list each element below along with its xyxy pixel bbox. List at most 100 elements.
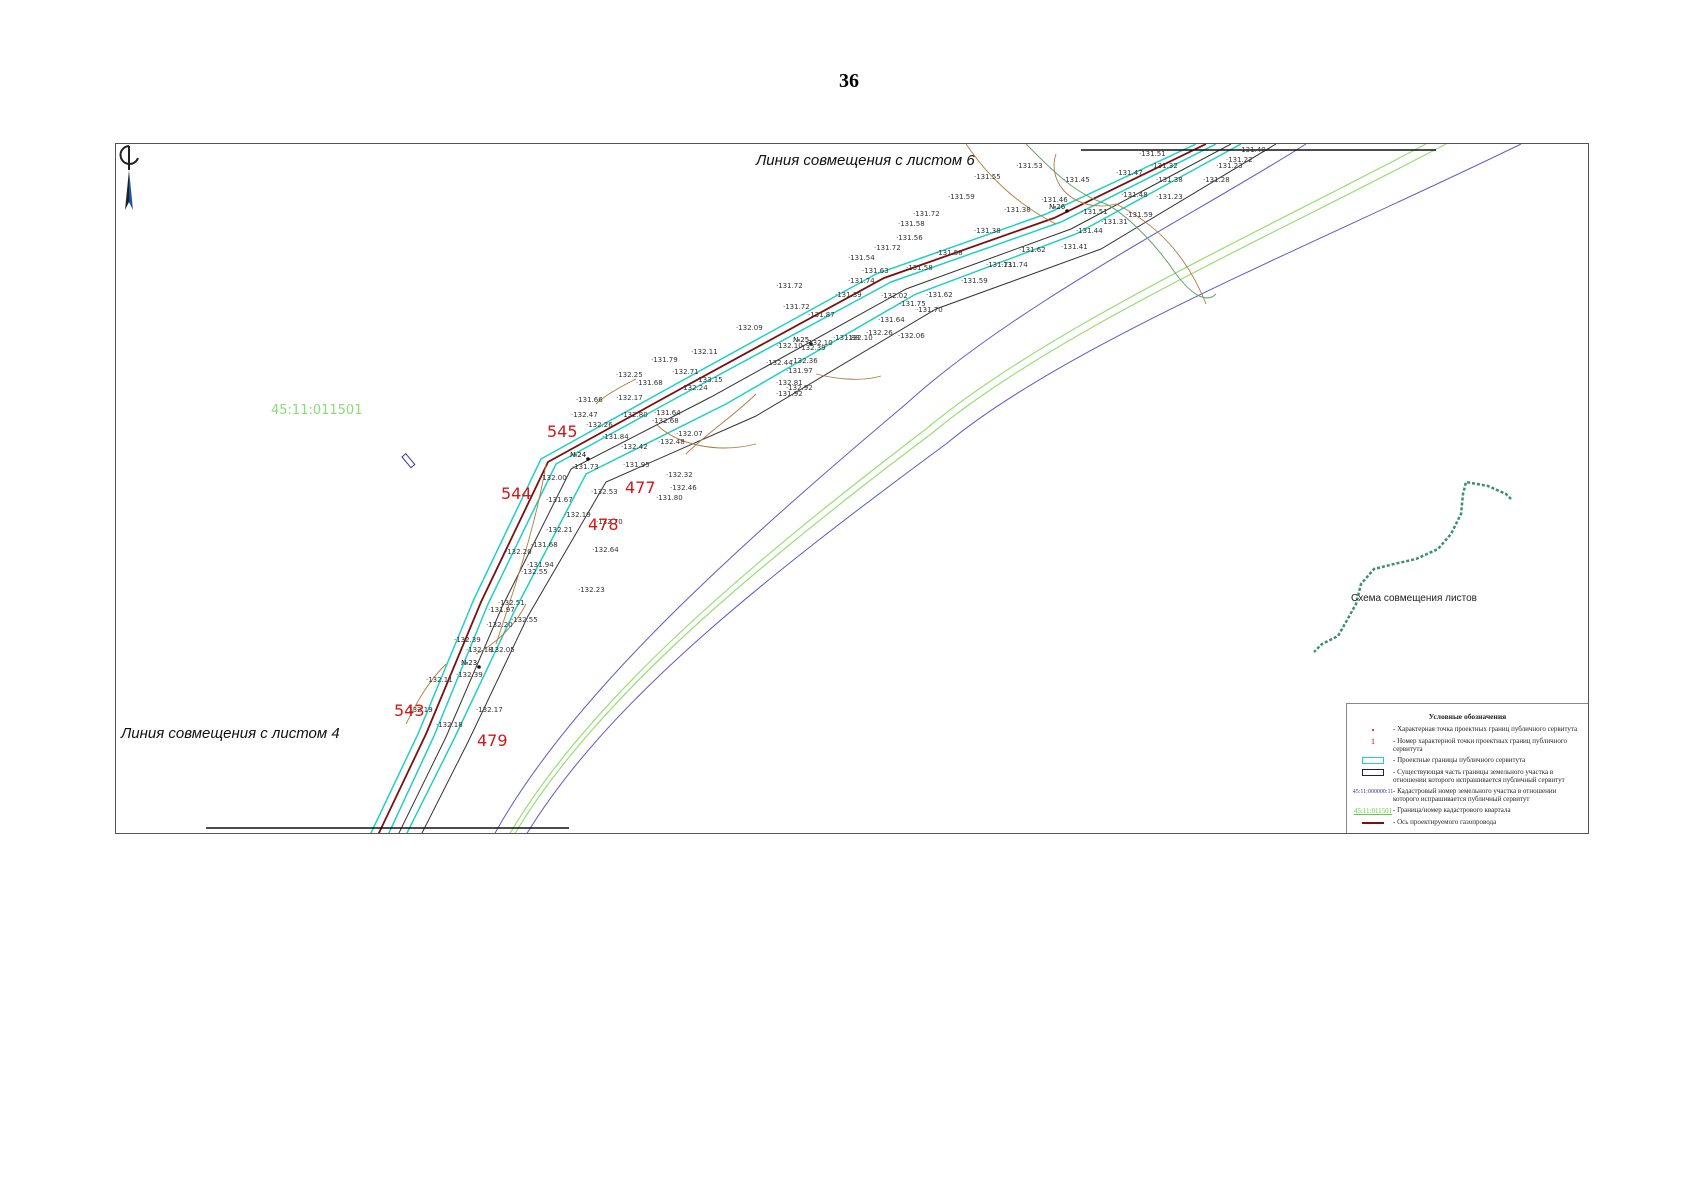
elevation-label: ·131.58 <box>898 220 925 228</box>
legend-row-number: 1 - Номер характерной точки проектных гр… <box>1371 736 1568 753</box>
elevation-label: ·131.73 <box>572 463 599 471</box>
pipeline-axis-icon <box>1362 821 1384 824</box>
well-label: №26 <box>1049 203 1066 211</box>
point-label-545: 545 <box>547 422 578 441</box>
sheet-scheme-path <box>1313 480 1512 653</box>
stream-line <box>1025 144 1217 299</box>
elevation-label: ·131.72 <box>776 282 803 290</box>
elevation-label: ·131.94 <box>527 561 554 569</box>
page-number: 36 <box>839 70 859 92</box>
elevation-label: ·132.00 <box>540 474 567 482</box>
elevation-label: ·132.39 <box>456 671 483 679</box>
elevation-label: ·132.64 <box>592 546 619 554</box>
contour-5 <box>405 663 447 725</box>
elevation-label: ·131.54 <box>848 254 875 262</box>
legend-row-cadastral: 45:11:000000:11 - Кадастровый номер земе… <box>1352 787 1557 803</box>
legend-row-point: - Характерная точка проектных границ пуб… <box>1353 725 1582 734</box>
elevation-label: ·131.92 <box>776 390 803 398</box>
elevation-label: ·132.19 <box>564 511 591 519</box>
parcel-boundary-right <box>526 144 1522 833</box>
elevation-label: ·131.38 <box>974 227 1001 235</box>
elevation-label: ·132.05 <box>488 646 515 654</box>
point-label-477: 477 <box>625 478 656 497</box>
elevation-label: ·131.22 <box>1226 156 1253 164</box>
contour-7 <box>815 373 882 380</box>
elevation-label: ·132.46 <box>670 484 697 492</box>
elevation-label: ·131.32 <box>1151 162 1178 170</box>
elevation-label: ·131.74 <box>1001 261 1028 269</box>
contour-2 <box>965 144 1057 225</box>
contour-4 <box>495 463 547 645</box>
legend-title: Условные обозначения <box>1428 712 1507 721</box>
elevation-label: ·132.47 <box>571 411 598 419</box>
quarter-label: 45:11:011501 <box>271 403 363 418</box>
elevation-label: ·131.87 <box>808 311 835 319</box>
elevation-label: ·131.97 <box>488 606 515 614</box>
elevation-label: ·131.62 <box>1019 246 1046 254</box>
elevation-label: ·132.24 <box>681 384 708 392</box>
scheme-label: Схема совмещения листов <box>1351 593 1477 604</box>
contour-6 <box>685 393 757 455</box>
elevation-label: ·132.55 <box>511 616 538 624</box>
elevation-label: ·132.26 <box>866 329 893 337</box>
elevation-label: ·132.80 <box>621 411 648 419</box>
cadastral-number-icon: 45:11:000000:11 <box>1352 788 1394 795</box>
elevation-label: ·131.59 <box>961 277 988 285</box>
well-marker <box>586 457 590 461</box>
elevation-label: ·131.39 <box>835 291 862 299</box>
elevation-label: ·132.11 <box>691 348 718 356</box>
legend-row-quarter: 45:11:011501 - Граница/номер кадастровог… <box>1353 806 1511 815</box>
elevation-label: ·131.79 <box>651 356 678 364</box>
well-label: №25 <box>793 336 809 344</box>
elevation-label: ·131.67 <box>546 496 573 504</box>
elevation-label: ·132.32 <box>666 471 693 479</box>
elevation-label: ·132.26 <box>586 421 613 429</box>
contour-8 <box>595 378 637 405</box>
elevation-label: ·132.17 <box>616 394 643 402</box>
elevation-label: ·132.20 <box>486 621 513 629</box>
elevation-label: ·132.70 <box>596 518 623 526</box>
combine-label-top: Линия совмещения с листом 6 <box>756 152 975 169</box>
elevation-label: ·132.39 <box>454 636 481 644</box>
elevation-label: ·132.10 <box>806 339 833 347</box>
elevation-label: ·131.59 <box>948 193 975 201</box>
well-marker <box>809 342 813 346</box>
elevation-label: ·132.25 <box>616 371 643 379</box>
well-label: №23 <box>461 659 477 667</box>
elevation-label: ·131.70 <box>916 306 943 314</box>
legend-row-axis: - Ось проектируемого газопровода <box>1353 818 1582 827</box>
elevation-label: ·131.72 <box>783 303 810 311</box>
elevation-label: ·132.68 <box>652 417 679 425</box>
elevation-label: ·131.63 <box>862 267 889 275</box>
elevation-label: ·132.39 <box>799 344 826 352</box>
elevation-label: ·131.23 <box>1156 193 1183 201</box>
elevation-label: ·131.28 <box>1203 176 1230 184</box>
legend-row-servitude: - Проектные границы публичного сервитута <box>1353 756 1582 765</box>
elevation-label: ·131.72 <box>913 210 940 218</box>
elevation-label: ·131.38 <box>1004 206 1031 214</box>
elevation-label: ·132.42 <box>621 443 648 451</box>
existing-pipeline-2 <box>421 144 1277 833</box>
elevation-label: ·132.17 <box>476 706 503 714</box>
pipeline-axis <box>377 144 1207 833</box>
elevation-label: ·131.75 <box>899 300 926 308</box>
elevation-label: ·132.18 <box>436 721 463 729</box>
contour-1 <box>1053 153 1207 305</box>
elevation-label: ·132.21 <box>546 526 573 534</box>
servitude-boundary-icon <box>1362 757 1384 764</box>
point-number-icon: 1 <box>1371 736 1375 746</box>
elevation-label: ·131.74 <box>848 277 875 285</box>
elevation-label: ·132.10 <box>776 342 803 350</box>
elevation-label: ·132.19 <box>406 706 433 714</box>
well-marker <box>477 665 481 669</box>
servitude-boundary-inner <box>388 144 1217 833</box>
servitude-boundary-right <box>406 144 1242 833</box>
elevation-label: ·131.95 <box>623 461 650 469</box>
elevation-label: ·131.84 <box>602 433 629 441</box>
elevation-label: ·132.23 <box>578 586 605 594</box>
elevation-label: ·131.51 <box>1081 208 1108 216</box>
servitude-boundary-outer <box>370 144 1197 833</box>
quarter-boundary-1 <box>509 144 1427 833</box>
